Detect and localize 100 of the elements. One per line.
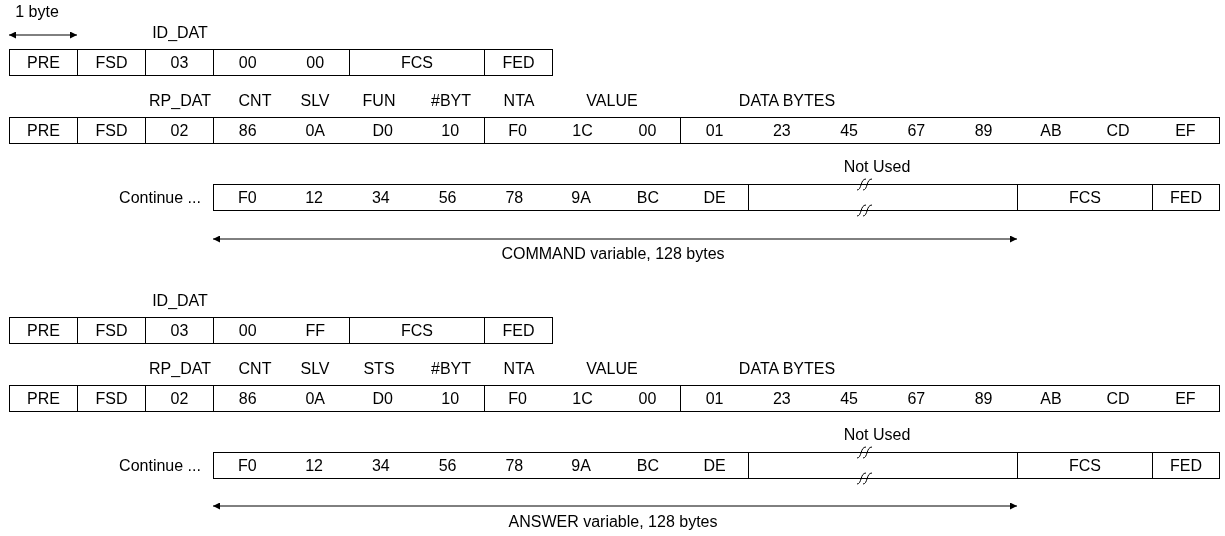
byte-value: 9A [571,456,591,475]
byte-value: FCS [1069,188,1101,207]
frame-field [349,317,485,344]
byte-value: F0 [508,121,527,140]
field-name: ID_DAT [152,292,208,310]
byte-value: 12 [305,456,323,475]
byte-value: FED [502,321,535,340]
byte-value: 78 [505,456,524,475]
byte-value: DE [703,188,726,207]
byte-value: BC [636,456,659,475]
byte-value: 86 [238,389,257,408]
continuation-label: Continue ... [119,457,201,475]
byte-value: 12 [305,188,323,207]
byte-value: FED [502,53,535,72]
field-name: DATA BYTES [738,92,836,110]
byte-value: BC [636,188,659,207]
byte-value: 03 [170,53,189,72]
unused-field [748,184,1018,211]
byte-value: 45 [840,389,858,408]
byte-value: EF [1175,121,1196,140]
byte-value: PRE [27,321,60,340]
frame-field [213,317,350,344]
frame-field [145,317,214,344]
byte-value: 56 [438,188,457,207]
field-note: Not Used [843,158,911,176]
byte-value: 67 [907,121,926,140]
field-name: NTA [503,92,535,110]
field-name: SLV [300,92,330,110]
continuation-label: Continue ... [119,189,201,207]
frame-field [9,385,78,412]
byte-value: 89 [974,121,993,140]
byte-value: FSD [95,53,128,72]
frame-field [484,385,681,412]
byte-value: 00 [238,321,257,340]
byte-value: AB [1040,389,1062,408]
byte-value: 56 [438,456,457,475]
frame-field [213,385,485,412]
byte-value: FCS [401,321,433,340]
frame-field [77,49,146,76]
byte-value: F0 [238,456,257,475]
byte-value: 02 [170,121,189,140]
frame-field [77,385,146,412]
frame-field [9,49,78,76]
frame-field [145,49,214,76]
byte-value: F0 [238,188,257,207]
frame-field [77,117,146,144]
byte-value: 03 [170,321,189,340]
byte-value: 45 [840,121,858,140]
frame-field [9,317,78,344]
field-name: DATA BYTES [738,360,836,378]
field-name: VALUE [586,92,638,110]
byte-value: 01 [705,121,724,140]
byte-value: F0 [508,389,527,408]
byte-value: EF [1175,389,1196,408]
frame-field [484,49,553,76]
frame-field [1152,184,1220,211]
byte-value: 23 [772,121,791,140]
frame-field [213,452,749,479]
frame-field [145,385,214,412]
dimension-label: ANSWER variable, 128 bytes [508,513,718,531]
byte-value: FCS [1069,456,1101,475]
byte-value: 67 [907,389,926,408]
byte-value: D0 [372,121,393,140]
frame-field [213,49,350,76]
byte-value: 0A [305,389,326,408]
byte-value: 00 [638,121,657,140]
field-name: VALUE [586,360,638,378]
unused-field [748,452,1018,479]
byte-value: 00 [638,389,657,408]
field-name: RP_DAT [149,92,211,110]
byte-value: 00 [306,53,325,72]
byte-value: FSD [95,389,128,408]
byte-value: FF [305,321,325,340]
frame-field [213,117,485,144]
byte-value: 02 [170,389,189,408]
field-name: NTA [503,360,535,378]
byte-value: FSD [95,121,128,140]
byte-value: 01 [705,389,724,408]
byte-value: 0A [305,121,326,140]
frame-field [484,317,553,344]
byte-value: D0 [372,389,393,408]
field-name: RP_DAT [149,360,211,378]
field-name: #BYT [431,92,471,110]
byte-value: PRE [27,53,60,72]
frame-field [1152,452,1220,479]
byte-value: 34 [371,188,390,207]
byte-value: PRE [27,121,60,140]
frame-field [1017,184,1153,211]
byte-value: 86 [238,121,257,140]
dimension-label: 1 byte [15,3,59,21]
frame-field [77,317,146,344]
byte-value: FCS [401,53,433,72]
byte-value: 10 [441,389,460,408]
frame-field [9,117,78,144]
byte-value: 9A [571,188,591,207]
frame-field [680,385,1220,412]
byte-value: CD [1106,389,1130,408]
frame-field [484,117,681,144]
field-name: CNT [238,360,272,378]
byte-value: FED [1170,188,1202,207]
